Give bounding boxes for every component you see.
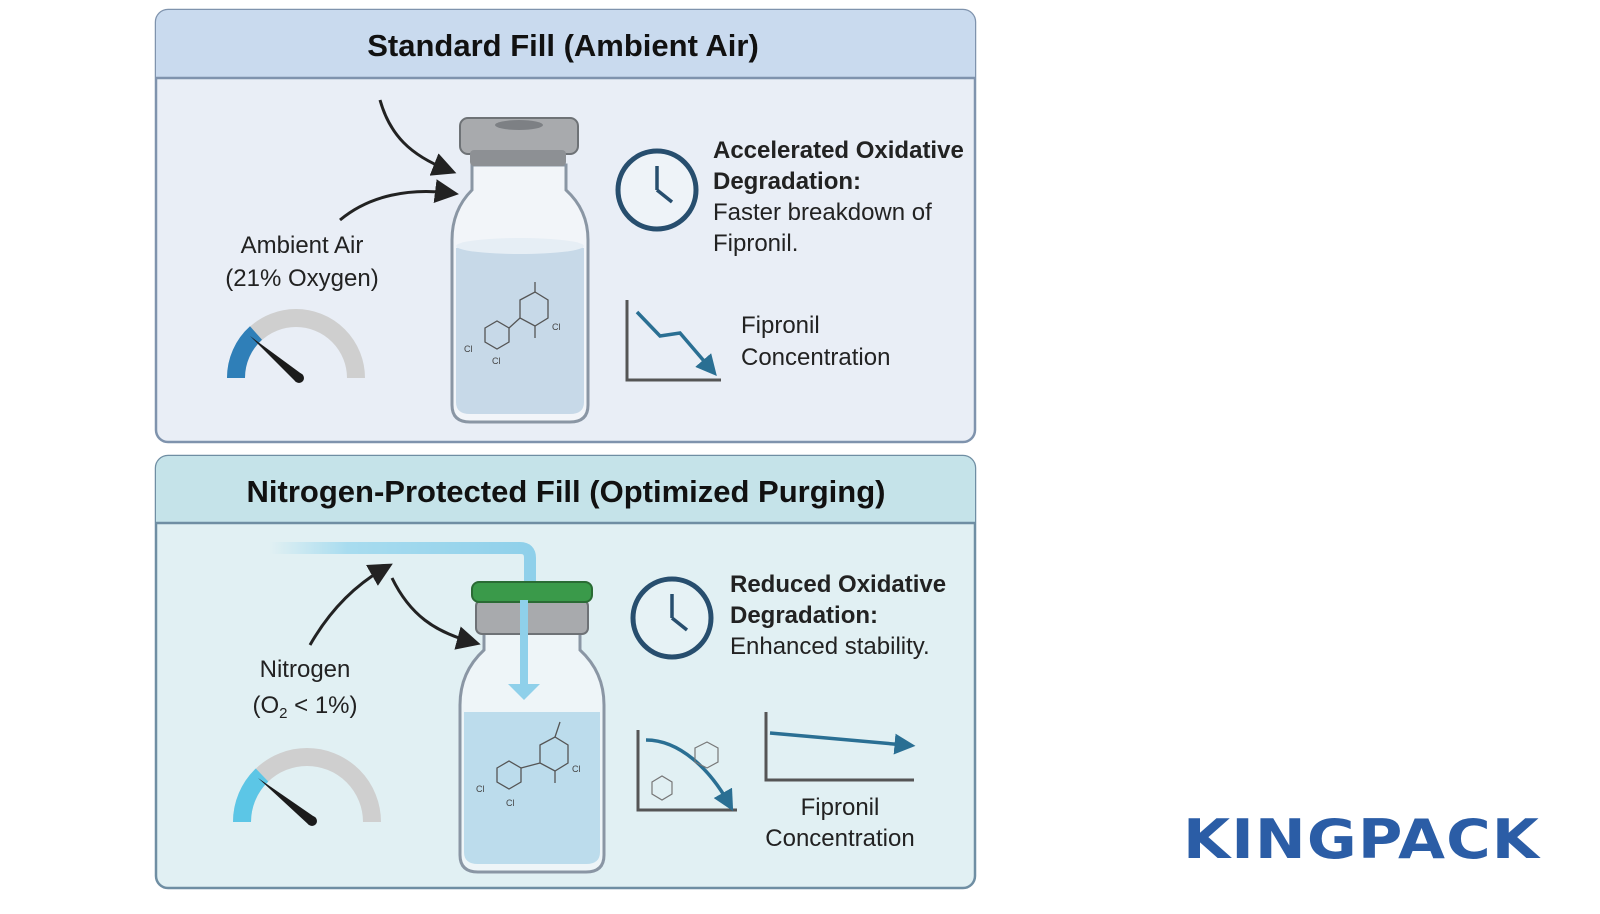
molecule-label: Cl [476, 784, 485, 794]
chart-label: Concentration [765, 825, 914, 852]
molecule-label: Cl [464, 344, 473, 354]
nitrogen-fill-panel: Nitrogen-Protected Fill (Optimized Purgi… [154, 454, 977, 890]
molecule-label: Cl [552, 322, 561, 332]
fipronil-molecule-icon [484, 282, 549, 350]
fipronil-molecule-icon [496, 721, 569, 790]
nitrogen-flow-pipe [270, 542, 536, 690]
effect-description: Faster breakdown of [713, 199, 932, 226]
gas-label: Nitrogen [260, 656, 351, 683]
effect-title: Reduced Oxidative [730, 571, 946, 598]
molecule-label: Cl [492, 356, 501, 366]
molecule-label: Cl [506, 798, 515, 808]
effect-title: Degradation: [713, 168, 861, 195]
degradation-chart-icon [636, 730, 737, 812]
effect-description: Fipronil. [713, 230, 798, 257]
clock-icon [615, 148, 699, 232]
panel-title: Standard Fill (Ambient Air) [367, 28, 759, 63]
chart-label: Fipronil [801, 794, 880, 821]
vial-icon: Cl Cl Cl [458, 581, 606, 874]
kingpack-logo: KINGPACK [1183, 808, 1541, 871]
oxygen-gauge-icon [232, 748, 381, 826]
air-arrow [378, 99, 457, 176]
concentration-decline-chart-icon [625, 300, 721, 382]
effect-title: Accelerated Oxidative [713, 137, 964, 164]
panel-title: Nitrogen-Protected Fill (Optimized Purgi… [247, 474, 886, 509]
chart-label: Concentration [741, 344, 890, 371]
gas-label: Ambient Air [241, 232, 364, 259]
gas-label-concentration: (21% Oxygen) [225, 265, 378, 292]
oxygen-gauge-icon [226, 309, 365, 383]
molecule-label: Cl [572, 764, 581, 774]
air-arrow [339, 179, 459, 222]
chart-label: Fipronil [741, 312, 820, 339]
nitrogen-arrow [308, 563, 393, 646]
stable-concentration-chart-icon [764, 712, 916, 782]
clock-icon [630, 576, 714, 660]
standard-fill-panel: Standard Fill (Ambient Air) Ambient Air … [154, 8, 977, 444]
effect-description: Enhanced stability. [730, 633, 930, 660]
gas-label-concentration: (O2 < 1%) [252, 692, 357, 722]
vial-icon: Cl Cl Cl [450, 117, 590, 424]
nitrogen-arrow [390, 577, 481, 650]
effect-title: Degradation: [730, 602, 878, 629]
